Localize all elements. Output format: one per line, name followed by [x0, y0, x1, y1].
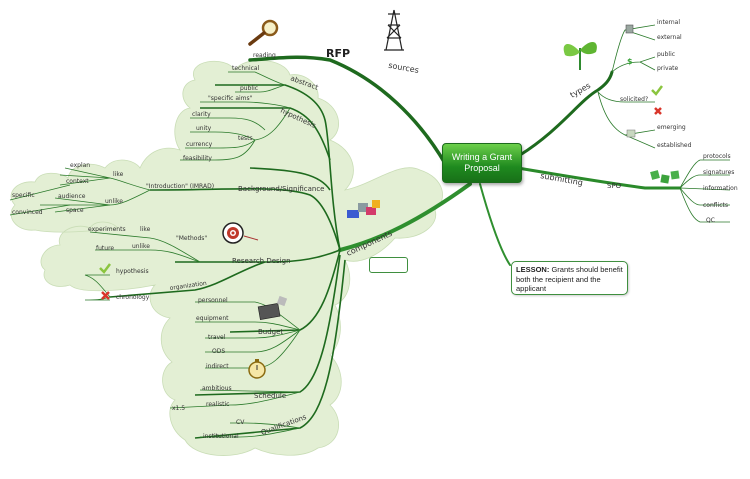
currency-label: currency: [186, 141, 213, 148]
equipment-label: equipment: [196, 315, 229, 322]
introduction-label: "Introduction" (IMRAD): [146, 183, 214, 190]
clarity-label: clarity: [192, 111, 211, 118]
rfp-title: RFP: [326, 47, 350, 60]
budget-label: Budget: [258, 328, 283, 336]
check-icon: [651, 85, 663, 96]
lesson-text: Grants should benefit both the recipient…: [516, 265, 623, 293]
external-label: external: [657, 34, 682, 41]
specific-label: specific: [12, 192, 35, 199]
emerging-label: emerging: [657, 124, 686, 131]
technical-label: technical: [232, 65, 260, 72]
research-design-label: Research Design: [232, 257, 291, 265]
institutional-label: institutional: [203, 433, 239, 440]
main-branches: [248, 55, 682, 266]
submitting-label: submitting: [540, 171, 584, 187]
travel-label: travel: [208, 334, 226, 341]
realistic-label: realistic: [206, 401, 229, 408]
rd-like-label: like: [140, 226, 151, 233]
puzzle-icon: [650, 170, 680, 184]
conflicts-label: conflicts: [703, 202, 728, 209]
chronology-label: chronology: [116, 294, 150, 301]
qc-label: QC: [706, 217, 715, 224]
empty-topic-box[interactable]: [369, 257, 408, 273]
specific-aims-label: "specific aims": [208, 95, 253, 102]
information-label: information: [703, 185, 738, 192]
public-abstract-label: public: [240, 85, 258, 92]
building-blocks-icon: [347, 200, 380, 218]
lesson-label: LESSON:: [516, 265, 550, 274]
magnifier-icon: [248, 19, 279, 46]
reading-label: reading: [253, 52, 276, 59]
bg-like-label: like: [113, 171, 124, 178]
building-icon: [625, 24, 634, 34]
future-label: future: [96, 245, 114, 252]
convinced-label: convinced: [12, 209, 43, 216]
methods-label: "Methods": [176, 235, 207, 242]
sources-label: sources: [388, 61, 420, 75]
components-cloud: [10, 59, 443, 456]
explan-label: explan: [70, 162, 90, 169]
protocols-label: protocols: [703, 153, 731, 160]
rd-unlike-label: unlike: [132, 243, 150, 250]
unity-label: unity: [196, 125, 212, 132]
space-label: space: [66, 207, 84, 214]
stopwatch-icon: [248, 359, 266, 379]
rd-hypothesis-label: hypothesis: [116, 268, 149, 275]
feasibility-label: feasibility: [183, 155, 212, 162]
cv-label: CV: [236, 419, 245, 426]
audience-label: audience: [58, 193, 86, 200]
indirect-label: indirect: [206, 363, 229, 370]
spo-label: SPO: [607, 182, 622, 190]
central-topic-line2: Proposal: [464, 163, 500, 173]
schedule-label: Schedule: [254, 392, 286, 400]
document-icon: [626, 129, 636, 138]
check-icon-hypothesis: [99, 263, 111, 274]
background-label: Background/Significance: [238, 185, 324, 193]
cross-icon-chronology: [101, 291, 110, 300]
signatures-label: signatures: [703, 169, 734, 176]
internal-label: internal: [657, 19, 680, 26]
bg-unlike-label: unlike: [105, 198, 123, 205]
radio-tower-icon: [384, 9, 404, 51]
dollar-icon: $: [627, 57, 633, 66]
context-label: context: [66, 178, 89, 185]
tests-label: tests: [238, 135, 253, 142]
solicited-label: solicited?: [620, 96, 648, 103]
ambitious-label: ambitious: [202, 385, 232, 392]
private-label: private: [657, 65, 679, 72]
ods-label: ODS: [212, 348, 225, 355]
sprout-icon: [563, 41, 597, 70]
personnel-label: personnel: [198, 297, 228, 304]
public-type-label: public: [657, 51, 675, 58]
x15-label: x1.5: [172, 405, 185, 412]
svg-text:$: $: [627, 57, 633, 66]
cross-icon: [654, 107, 662, 115]
experiments-label: experiments: [88, 226, 126, 233]
central-topic-line1: Writing a Grant: [451, 152, 513, 162]
target-icon: [222, 222, 259, 244]
leaf-branches: [9, 24, 731, 438]
established-label: established: [657, 142, 692, 149]
lesson-callout[interactable]: LESSON: Grants should benefit both the r…: [511, 261, 628, 295]
calculator-icon: [257, 295, 288, 320]
central-topic[interactable]: Writing a Grant Proposal: [442, 143, 522, 183]
component-branches: [109, 84, 346, 439]
